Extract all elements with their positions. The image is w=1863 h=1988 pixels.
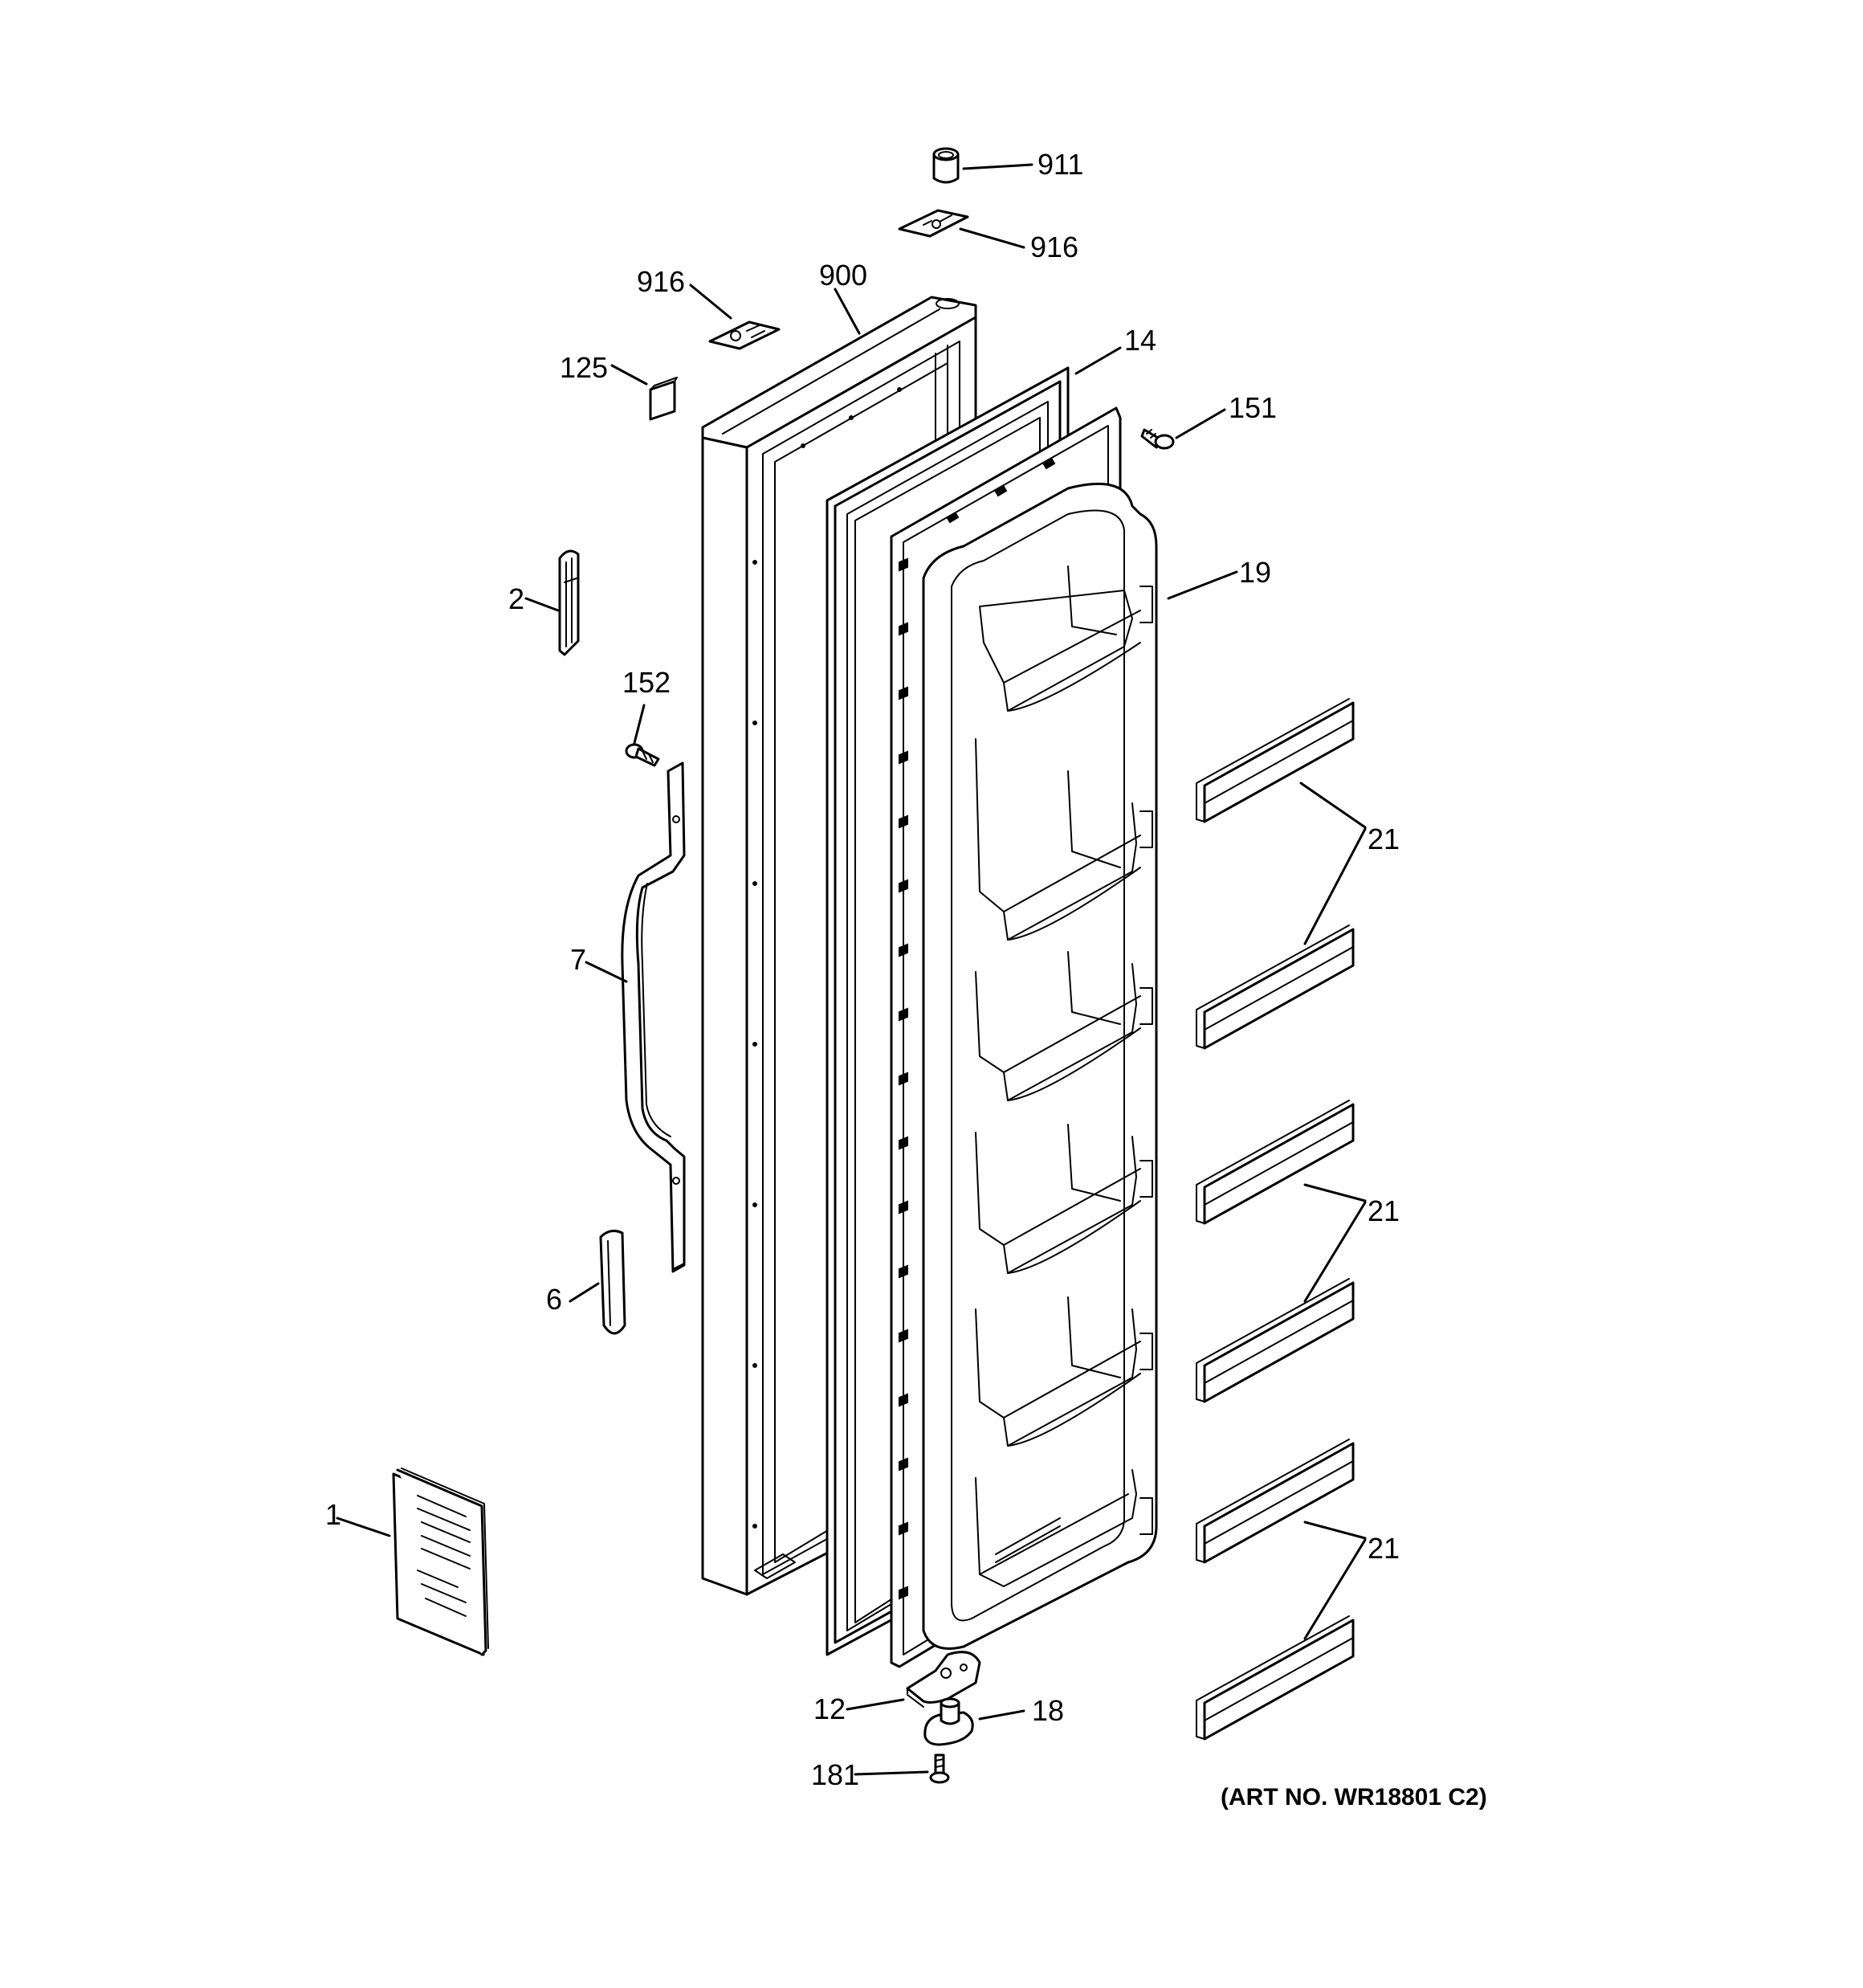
part-1-manual xyxy=(392,1468,489,1656)
callout-125: 125 xyxy=(560,351,608,384)
callout-152: 152 xyxy=(622,666,671,699)
part-2-trim xyxy=(558,549,580,656)
liner-flange-teeth xyxy=(899,458,1056,1600)
part-21-trim-3 xyxy=(1196,1100,1355,1225)
part-911-plug xyxy=(932,147,960,184)
liner-shelf-1 xyxy=(979,565,1141,712)
art-number: (ART NO. WR18801 C2) xyxy=(1221,1784,1487,1810)
part-181-screw xyxy=(929,1753,950,1784)
callout-916-right: 916 xyxy=(1030,231,1078,263)
callout-19: 19 xyxy=(1239,556,1271,589)
shell-rivets xyxy=(752,387,902,1529)
callout-12: 12 xyxy=(813,1692,846,1725)
part-916-shim-left xyxy=(708,320,781,350)
liner-side-tabs xyxy=(1139,586,1153,1535)
part-6-end-cap xyxy=(599,1229,626,1335)
callout-7: 7 xyxy=(570,943,586,976)
part-21-trim-5 xyxy=(1196,1439,1355,1564)
callout-21-c: 21 xyxy=(1368,1532,1400,1565)
callout-916-left: 916 xyxy=(637,265,685,298)
callout-21-a: 21 xyxy=(1368,823,1400,855)
liner-bottom-bin xyxy=(975,1469,1137,1587)
part-151-screw xyxy=(1140,428,1175,450)
part-916-shim-right xyxy=(898,209,969,238)
part-7-handle xyxy=(621,761,686,1273)
part-12-bottom-hinge xyxy=(906,1651,981,1708)
part-21-trim-4 xyxy=(1196,1278,1355,1403)
liner-shelf-2 xyxy=(975,738,1141,941)
leader-lines xyxy=(336,163,1367,1776)
callout-2: 2 xyxy=(508,582,524,615)
part-125-pad xyxy=(649,377,678,421)
callout-151: 151 xyxy=(1229,391,1277,424)
part-19-door-liner xyxy=(890,406,1158,1668)
part-21-trim-6 xyxy=(1196,1615,1355,1741)
callout-1: 1 xyxy=(325,1498,341,1531)
liner-shelf-3 xyxy=(975,951,1141,1101)
liner-shelf-5 xyxy=(975,1296,1141,1447)
liner-shelf-4 xyxy=(975,1124,1141,1274)
part-21-trim-2 xyxy=(1196,925,1355,1050)
callout-14: 14 xyxy=(1124,324,1156,357)
part-152-screw xyxy=(625,743,660,767)
callout-900: 900 xyxy=(819,259,867,292)
part-21-trim-1 xyxy=(1196,698,1355,823)
callout-181: 181 xyxy=(811,1758,859,1791)
callout-6: 6 xyxy=(546,1283,562,1316)
callout-911: 911 xyxy=(1037,148,1083,181)
callout-21-b: 21 xyxy=(1368,1194,1400,1227)
part-18-bearing xyxy=(923,1697,974,1746)
callout-18: 18 xyxy=(1032,1694,1064,1727)
